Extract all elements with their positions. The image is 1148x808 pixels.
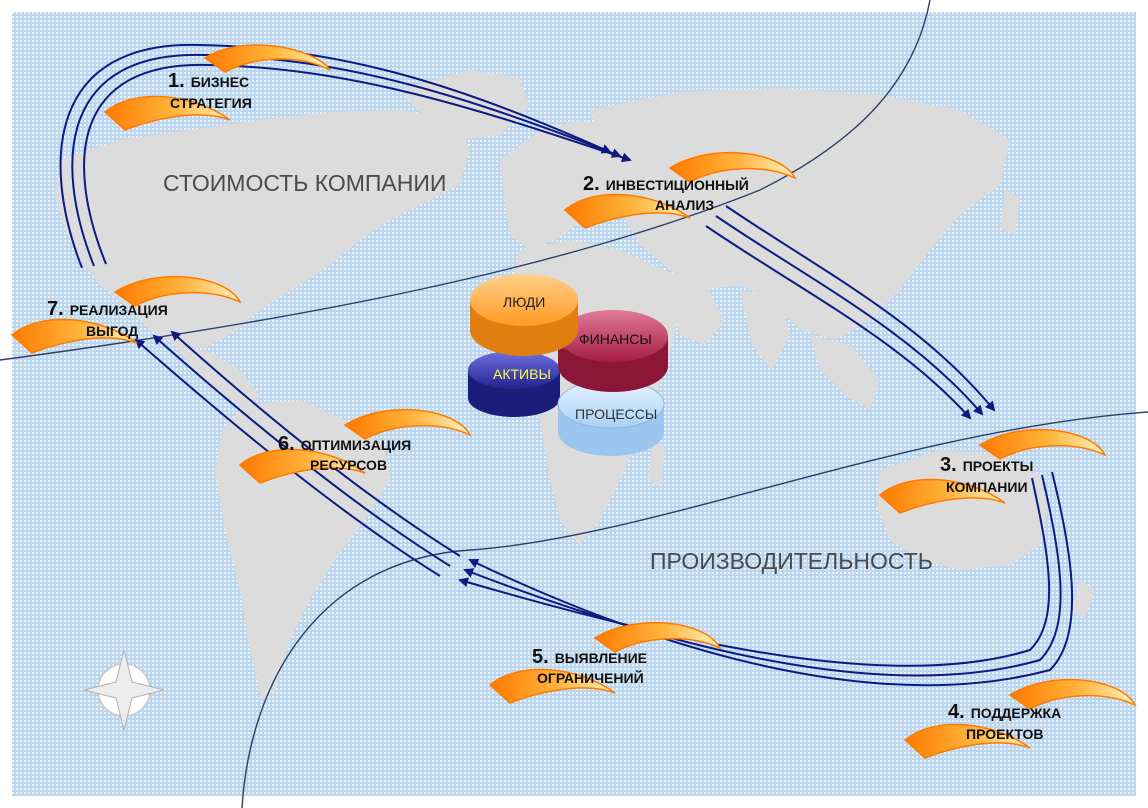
divider-bottom bbox=[241, 411, 1148, 808]
swoosh-4a bbox=[1008, 678, 1137, 710]
svg-text:4.ПОДДЕРЖКА: 4. ПОДДЕРЖКА bbox=[948, 701, 1061, 723]
step-1: 1. БИЗНЕС СТРАТЕГИЯ bbox=[168, 70, 252, 111]
japan bbox=[1000, 190, 1020, 235]
swoosh-4b bbox=[903, 723, 1031, 759]
arrow-2-to-3 bbox=[705, 205, 996, 420]
step-title-line1: БИЗНЕС bbox=[191, 74, 249, 90]
central-america bbox=[175, 345, 260, 410]
madagascar bbox=[648, 440, 666, 488]
india bbox=[740, 290, 790, 370]
divider-top bbox=[0, 0, 931, 361]
step-number: 6. bbox=[278, 433, 295, 455]
step-7: 7. РЕАЛИЗАЦИЯ ВЫГОД bbox=[47, 298, 168, 339]
swoosh-6b bbox=[238, 448, 366, 484]
step-number: 1. bbox=[168, 70, 185, 92]
swoosh-2a bbox=[668, 151, 797, 183]
step-number: 2. bbox=[583, 173, 600, 195]
step-number: 7. bbox=[47, 298, 64, 320]
step-number: 3. bbox=[940, 454, 957, 476]
new-zealand bbox=[1072, 580, 1095, 620]
step-title-line2: ВЫГОД bbox=[86, 323, 138, 339]
disc-finance: ФИНАНСЫ bbox=[558, 310, 668, 392]
svg-text:7.РЕАЛИЗАЦИЯ: 7. РЕАЛИЗАЦИЯ bbox=[47, 298, 168, 320]
swoosh-3b bbox=[878, 478, 1006, 514]
resource-discs: АКТИВЫ ПРОЦЕССЫ ФИНАНСЫ ЛЮДИ bbox=[468, 274, 668, 456]
world-map bbox=[55, 70, 1095, 700]
swoosh-6a bbox=[343, 408, 472, 440]
greenland bbox=[400, 70, 530, 140]
svg-text:1.БИЗНЕС: 1. БИЗНЕС bbox=[168, 70, 249, 92]
step-4: 4. ПОДДЕРЖКА ПРОЕКТОВ bbox=[948, 701, 1061, 742]
disc-label-people: ЛЮДИ bbox=[503, 294, 545, 310]
arrow-7-to-2 bbox=[59, 43, 632, 269]
step-number: 4. bbox=[948, 701, 965, 723]
step-title-line2: АНАЛИЗ bbox=[655, 197, 714, 213]
step-title-line2: ОГРАНИЧЕНИЙ bbox=[537, 669, 644, 686]
swoosh-7b bbox=[10, 318, 138, 354]
svg-text:6.ОПТИМИЗАЦИЯ: 6. ОПТИМИЗАЦИЯ bbox=[278, 433, 411, 455]
step-title-line2: КОМПАНИИ bbox=[946, 479, 1028, 495]
step-title-line1: ИНВЕСТИЦИОННЫЙ bbox=[606, 176, 749, 193]
disc-label-processes: ПРОЦЕССЫ bbox=[575, 406, 657, 422]
step-title-line1: ПОДДЕРЖКА bbox=[971, 705, 1062, 721]
disc-label-finance: ФИНАНСЫ bbox=[579, 331, 652, 347]
arabia bbox=[665, 270, 725, 345]
disc-label-assets: АКТИВЫ bbox=[493, 366, 551, 382]
svg-text:2.ИНВЕСТИЦИОННЫЙ: 2. ИНВЕСТИЦИОННЫЙ bbox=[583, 173, 749, 195]
step-number: 5. bbox=[532, 646, 549, 668]
region-label-company-value: СТОИМОСТЬ КОМПАНИИ bbox=[163, 170, 446, 196]
swoosh-1b bbox=[103, 95, 231, 131]
swoosh-7a bbox=[113, 275, 242, 307]
step-6: 6. ОПТИМИЗАЦИЯ РЕСУРСОВ bbox=[278, 433, 411, 473]
step-title-line2: СТРАТЕГИЯ bbox=[170, 95, 252, 111]
swooshes bbox=[10, 44, 1137, 759]
step-title-line1: РЕАЛИЗАЦИЯ bbox=[70, 302, 168, 318]
southeast-asia bbox=[810, 335, 880, 410]
disc-assets: АКТИВЫ bbox=[468, 351, 560, 417]
compass-rose-icon bbox=[83, 649, 165, 731]
step-title-line1: ОПТИМИЗАЦИЯ bbox=[301, 437, 412, 453]
step-3: 3. ПРОЕКТЫ КОМПАНИИ bbox=[940, 454, 1033, 495]
swoosh-2b bbox=[563, 193, 691, 229]
region-label-productivity: ПРОИЗВОДИТЕЛЬНОСТЬ bbox=[650, 548, 933, 574]
svg-text:3.ПРОЕКТЫ: 3. ПРОЕКТЫ bbox=[940, 454, 1033, 476]
step-title-line1: ВЫЯВЛЕНИЕ bbox=[555, 650, 647, 666]
disc-people: ЛЮДИ bbox=[470, 274, 578, 356]
disc-processes: ПРОЦЕССЫ bbox=[557, 379, 665, 456]
step-title-line2: РЕСУРСОВ bbox=[310, 457, 387, 473]
svg-text:5.ВЫЯВЛЕНИЕ: 5. ВЫЯВЛЕНИЕ bbox=[532, 646, 647, 668]
swoosh-5b bbox=[488, 668, 616, 704]
step-title-line1: ПРОЕКТЫ bbox=[963, 458, 1034, 474]
step-title-line2: ПРОЕКТОВ bbox=[966, 726, 1044, 742]
step-2: 2. ИНВЕСТИЦИОННЫЙ АНАЛИЗ bbox=[583, 173, 749, 213]
swoosh-1a bbox=[203, 44, 331, 73]
swoosh-5a bbox=[593, 621, 722, 653]
step-5: 5. ВЫЯВЛЕНИЕ ОГРАНИЧЕНИЙ bbox=[532, 646, 647, 686]
asia bbox=[590, 88, 1010, 340]
swoosh-3a bbox=[978, 428, 1107, 460]
